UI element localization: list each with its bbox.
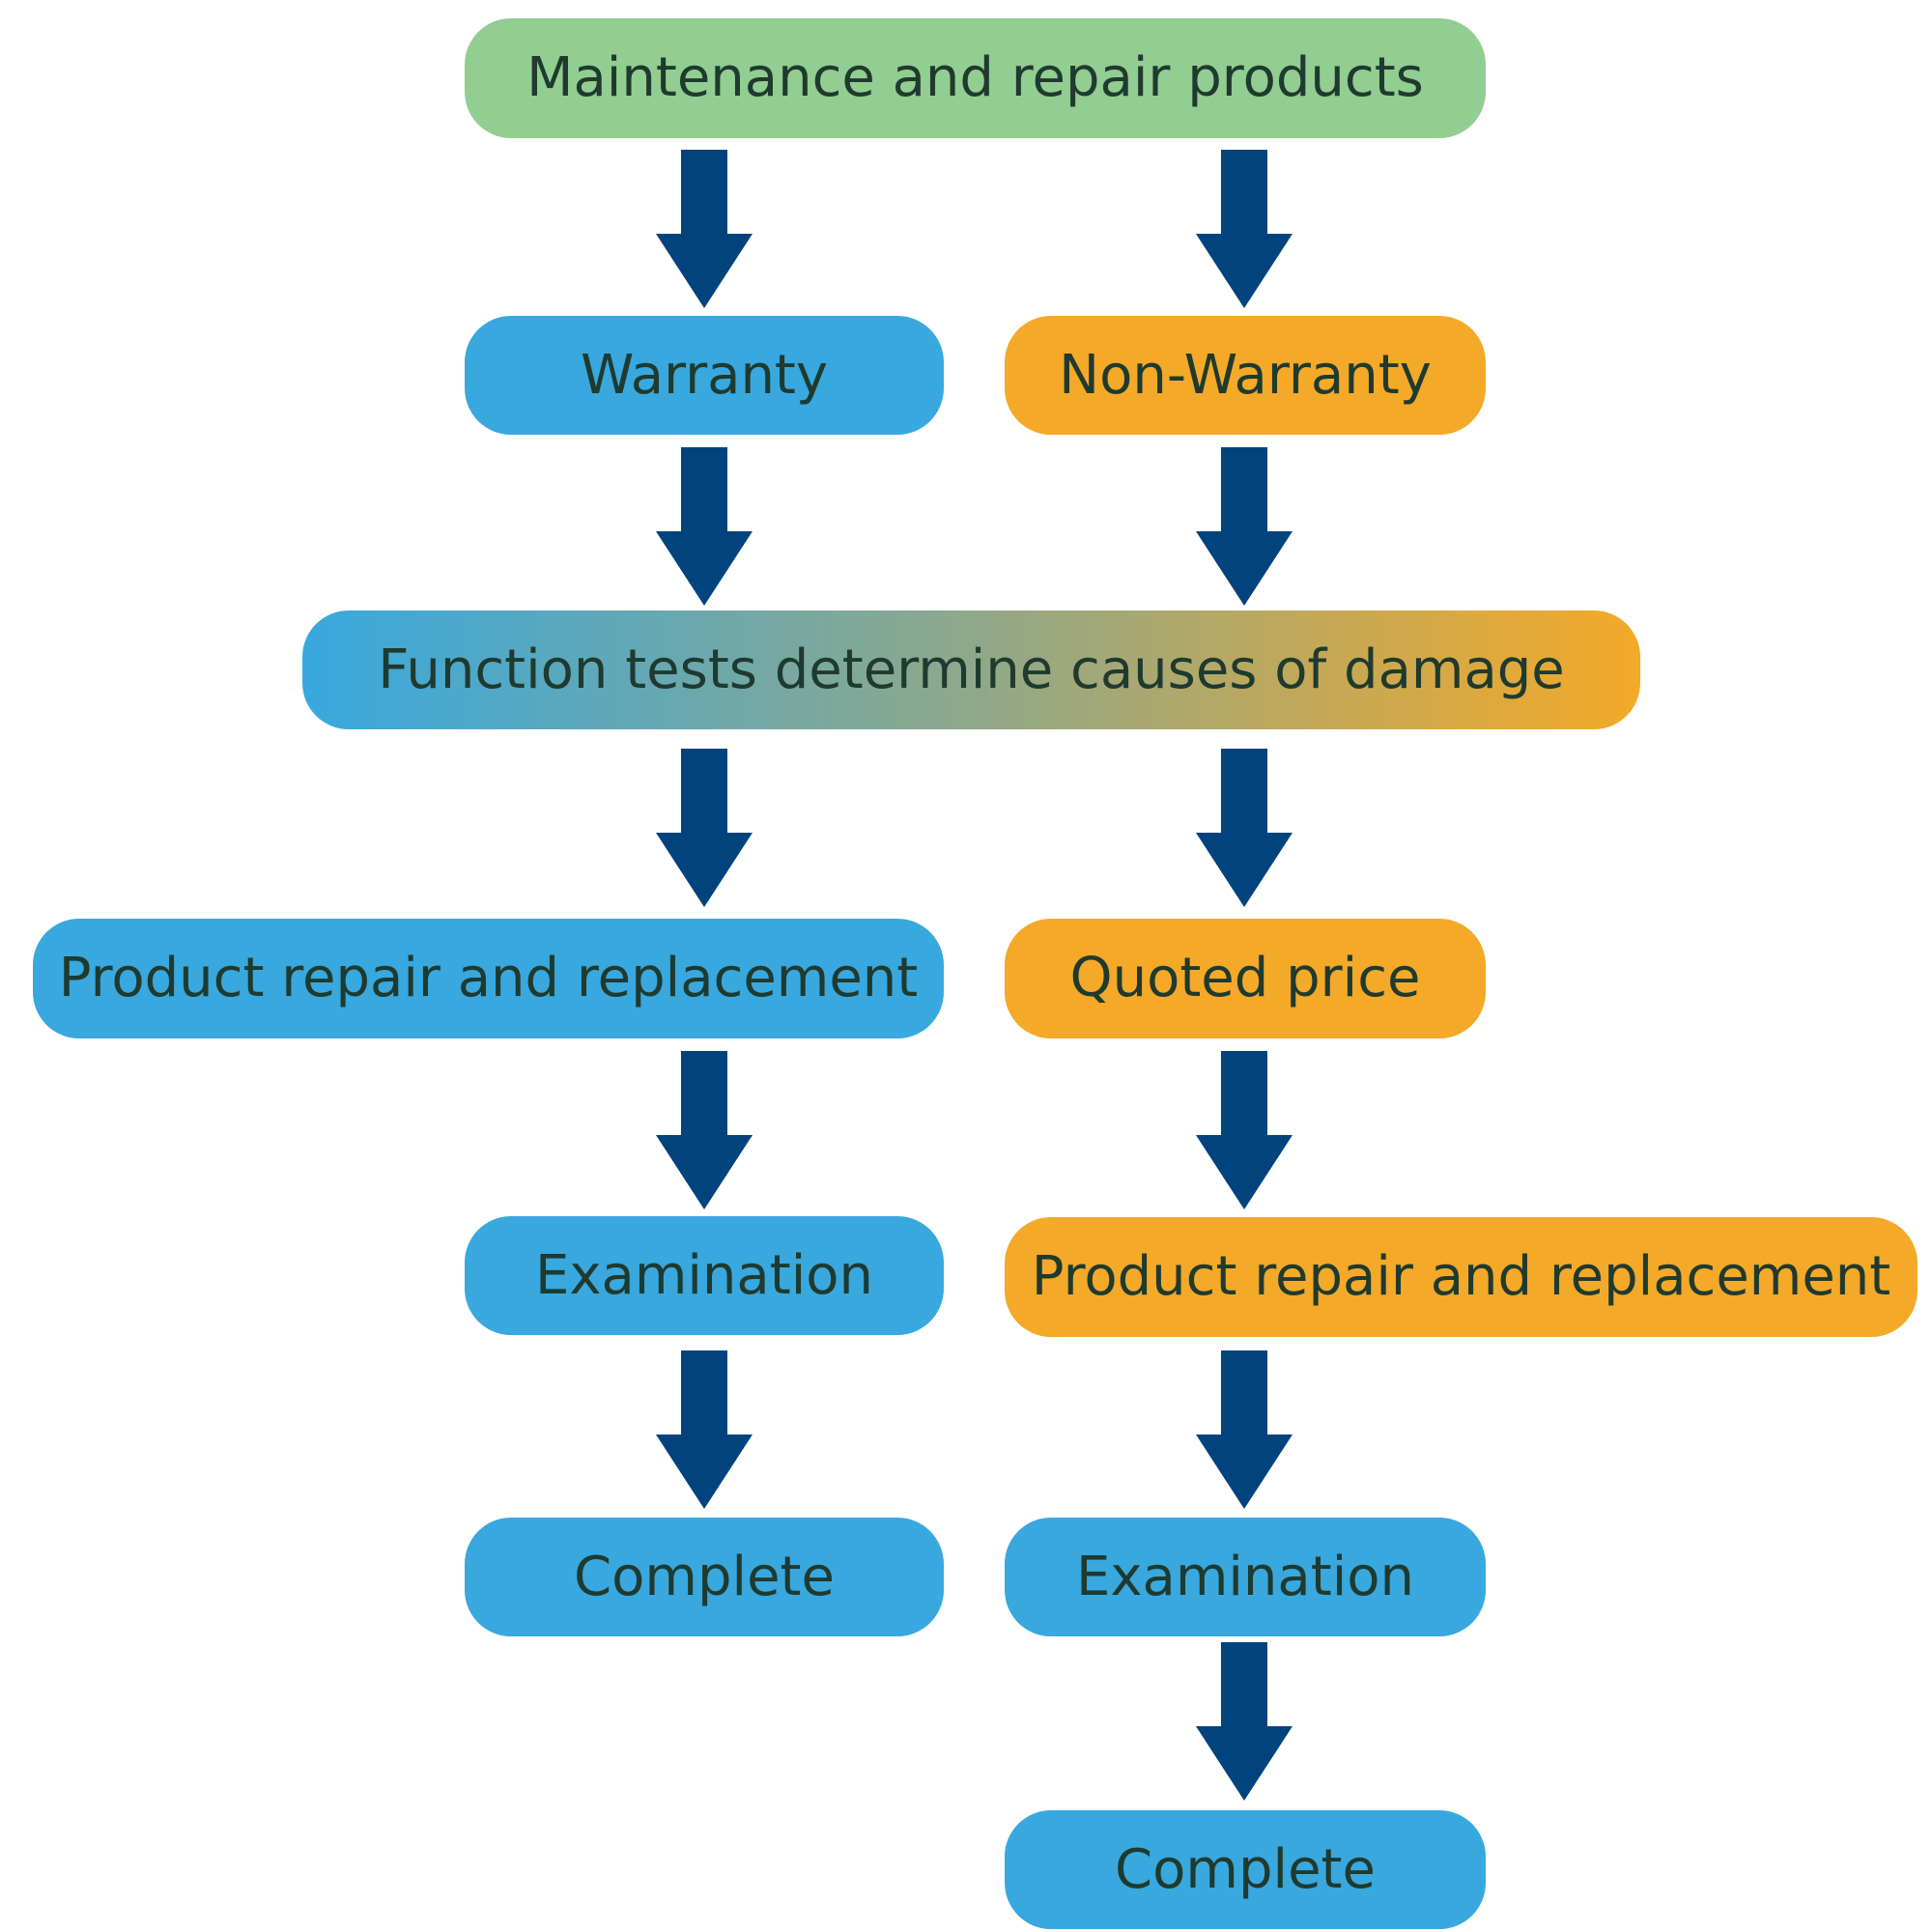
- node-label: Maintenance and repair products: [526, 46, 1424, 109]
- node-non-warranty-product-repair: Product repair and replacement: [1005, 1217, 1918, 1337]
- arrow-down-icon: [1196, 1051, 1293, 1209]
- arrow-down-icon: [656, 749, 753, 907]
- arrow-down-icon: [1196, 749, 1293, 907]
- node-warranty: Warranty: [465, 316, 944, 435]
- arrow-down-icon: [656, 1350, 753, 1509]
- arrow-down-icon: [656, 150, 753, 308]
- node-warranty-examination: Examination: [465, 1216, 944, 1335]
- arrow-down-icon: [1196, 1350, 1293, 1509]
- node-non-warranty-complete: Complete: [1005, 1810, 1486, 1929]
- node-warranty-product-repair: Product repair and replacement: [33, 919, 944, 1038]
- node-label: Complete: [574, 1545, 835, 1608]
- node-label: Product repair and replacement: [1031, 1245, 1891, 1308]
- node-warranty-complete: Complete: [465, 1518, 944, 1636]
- node-label: Complete: [1115, 1837, 1376, 1901]
- node-maintenance-and-repair-products: Maintenance and repair products: [465, 18, 1486, 138]
- arrow-down-icon: [656, 1051, 753, 1209]
- node-label: Examination: [534, 1243, 874, 1307]
- arrow-down-icon: [1196, 447, 1293, 606]
- arrow-down-icon: [1196, 1642, 1293, 1801]
- node-label: Examination: [1075, 1545, 1415, 1608]
- node-function-tests: Function tests determine causes of damag…: [302, 611, 1640, 729]
- node-label: Warranty: [580, 343, 829, 407]
- node-label: Product repair and replacement: [58, 947, 919, 1009]
- arrow-down-icon: [656, 447, 753, 606]
- node-label: Quoted price: [1069, 947, 1421, 1009]
- node-label: Non-Warranty: [1059, 343, 1432, 407]
- node-label: Function tests determine causes of damag…: [378, 638, 1565, 701]
- node-quoted-price: Quoted price: [1005, 919, 1486, 1038]
- node-non-warranty: Non-Warranty: [1005, 316, 1486, 435]
- node-non-warranty-examination: Examination: [1005, 1518, 1486, 1636]
- arrow-down-icon: [1196, 150, 1293, 308]
